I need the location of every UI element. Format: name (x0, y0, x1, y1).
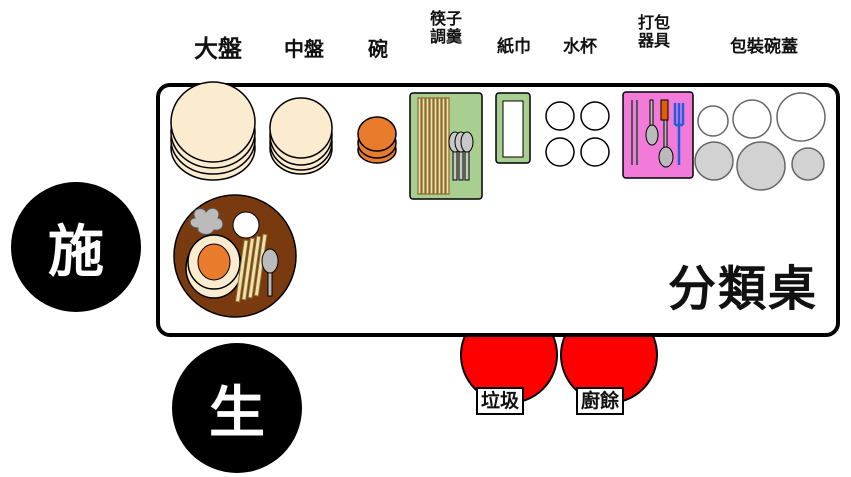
chopstick-spoon-tray (409, 92, 483, 200)
cup-group (545, 101, 610, 167)
trash-bin-label: 垃圾 (476, 387, 525, 415)
food-waste-bin-label: 廚餘 (576, 387, 625, 415)
side-label-top: 施 (11, 182, 141, 312)
header-cup: 水杯 (563, 37, 597, 57)
large-plate-stack (170, 81, 256, 181)
side-label-bottom: 生 (172, 343, 302, 473)
takeaway-utensils-tray (622, 91, 694, 179)
header-large-plate: 大盤 (194, 35, 242, 63)
header-spoon: 調羹 (429, 26, 462, 46)
header-chopsticks: 筷子 (429, 9, 462, 28)
header-bowl: 碗 (368, 37, 388, 61)
packing-lid-group (694, 92, 826, 191)
header-utensils: 器具 (637, 30, 670, 50)
table-label: 分類桌 (667, 261, 818, 317)
header-napkin: 紙巾 (497, 37, 531, 57)
medium-plate-stack (269, 97, 333, 175)
header-chopsticks-spoon: 筷子 調羹 (414, 10, 478, 45)
header-packing-lid: 包裝碗蓋 (730, 37, 798, 57)
bowl-stack (357, 116, 397, 164)
header-takeaway: 打包 (637, 13, 670, 32)
leftover-tray (173, 194, 297, 318)
napkin-tray (495, 92, 531, 164)
header-takeaway-utensils: 打包 器具 (626, 14, 682, 49)
header-medium-plate: 中盤 (284, 37, 324, 61)
